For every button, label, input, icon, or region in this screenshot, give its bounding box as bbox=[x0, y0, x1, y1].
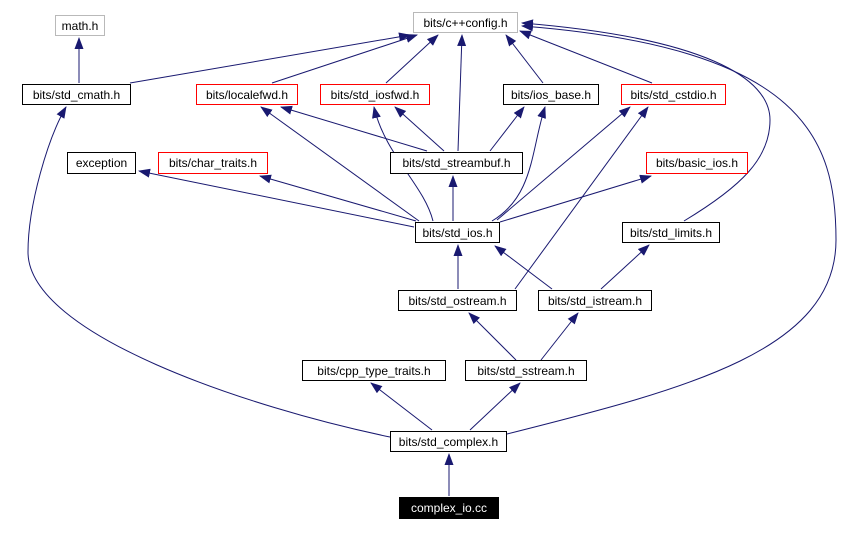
node-streambuf[interactable]: bits/std_streambuf.h bbox=[390, 152, 523, 174]
node-ios-base[interactable]: bits/ios_base.h bbox=[503, 84, 599, 105]
node-std-limits[interactable]: bits/std_limits.h bbox=[622, 222, 720, 243]
node-complex-io[interactable]: complex_io.cc bbox=[399, 497, 499, 519]
edge-std-istream-std-ios bbox=[494, 245, 553, 290]
node-std-complex[interactable]: bits/std_complex.h bbox=[390, 431, 507, 452]
node-cpp-type-traits[interactable]: bits/cpp_type_traits.h bbox=[302, 360, 446, 381]
node-cxxconfig[interactable]: bits/c++config.h bbox=[413, 12, 518, 33]
edge-localefwd-cxxconfig bbox=[271, 34, 418, 84]
edge-std-sstream-std-istream bbox=[540, 312, 579, 361]
edge-std-cmath-cxxconfig bbox=[129, 32, 411, 84]
edge-std-limits-cxxconfig bbox=[521, 19, 771, 222]
edge-std-complex-std-cmath bbox=[27, 106, 391, 438]
node-std-ostream[interactable]: bits/std_ostream.h bbox=[398, 290, 517, 311]
edge-std-ios-ios-base bbox=[491, 106, 546, 222]
edge-std-complex-std-sstream bbox=[469, 382, 521, 431]
edge-streambuf-localefwd bbox=[280, 105, 428, 152]
edge-std-ios-char-traits bbox=[259, 174, 417, 222]
edge-std-ios-exception bbox=[138, 168, 415, 228]
edge-std-complex-cpp-type-traits bbox=[370, 382, 433, 431]
node-basic-ios[interactable]: bits/basic_ios.h bbox=[646, 152, 748, 174]
node-std-istream[interactable]: bits/std_istream.h bbox=[538, 290, 652, 311]
node-std-cstdio[interactable]: bits/std_cstdio.h bbox=[621, 84, 726, 105]
edge-streambuf-cxxconfig bbox=[457, 34, 467, 152]
edge-std-ios-localefwd bbox=[260, 106, 420, 222]
edge-std-ios-basic-ios bbox=[499, 174, 652, 223]
edge-std-istream-std-limits bbox=[600, 244, 650, 290]
edge-std-complex-cxxconfig bbox=[506, 22, 837, 435]
edge-ios-base-cxxconfig bbox=[505, 34, 544, 84]
edge-std-ostream-std-cstdio bbox=[514, 106, 649, 290]
node-std-iosfwd[interactable]: bits/std_iosfwd.h bbox=[320, 84, 430, 105]
node-std-sstream[interactable]: bits/std_sstream.h bbox=[465, 360, 587, 381]
node-localefwd[interactable]: bits/localefwd.h bbox=[196, 84, 298, 105]
edge-std-iosfwd-cxxconfig bbox=[385, 34, 439, 84]
node-std-ios[interactable]: bits/std_ios.h bbox=[415, 222, 500, 243]
node-std-cmath[interactable]: bits/std_cmath.h bbox=[22, 84, 131, 105]
edge-streambuf-std-iosfwd bbox=[394, 106, 445, 152]
node-char-traits[interactable]: bits/char_traits.h bbox=[158, 152, 268, 174]
edge-streambuf-ios-base bbox=[489, 106, 525, 152]
edge-std-sstream-std-ostream bbox=[468, 312, 517, 361]
edge-std-cstdio-cxxconfig bbox=[519, 30, 653, 84]
node-exception[interactable]: exception bbox=[67, 152, 136, 174]
edge-std-ios-std-cstdio bbox=[496, 106, 631, 221]
node-math-h[interactable]: math.h bbox=[55, 15, 105, 36]
